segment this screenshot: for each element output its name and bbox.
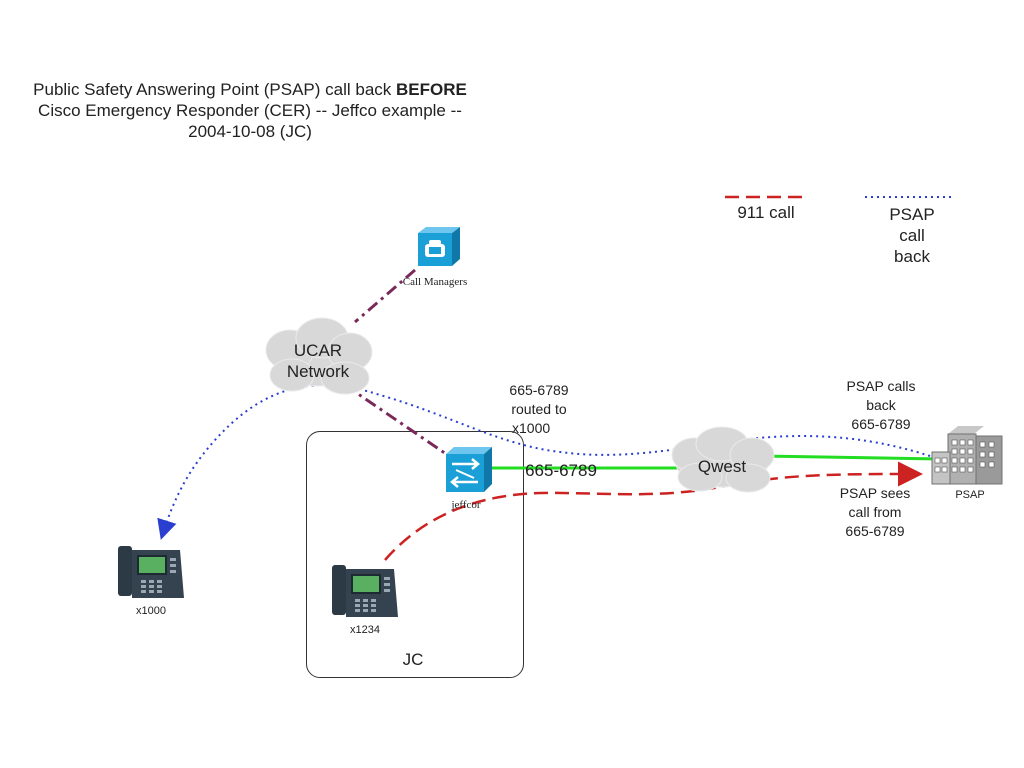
call-manager-icon [418, 227, 460, 266]
x1234-label: x1234 [350, 624, 380, 636]
trunk-number-label: 665-6789 [525, 461, 597, 480]
ucar-label-line1: UCAR [293, 341, 343, 360]
psap-sees-line1: PSAP sees [839, 485, 911, 501]
routed-line2: routed to [511, 401, 567, 417]
psap-callback-path [157, 384, 931, 540]
legend-callback-line1: PSAP [889, 205, 935, 224]
psap-calls-back-line2: back [866, 397, 896, 413]
title-bold: BEFORE [396, 80, 467, 99]
ucar-label-line2: Network [286, 362, 350, 381]
title-line2: Cisco Emergency Responder (CER) -- Jeffc… [38, 101, 462, 120]
jeffcor-label: jeffcor [451, 499, 481, 511]
diagram-title: Public Safety Answering Point (PSAP) cal… [0, 79, 500, 142]
legend-911-label: 911 call [737, 203, 795, 222]
routed-annotation: 665-6789 routed to x1000 [494, 381, 584, 438]
call-managers-label: Call Managers [402, 276, 468, 288]
routed-line3: x1000 [512, 420, 551, 436]
phone-x1234-icon [332, 565, 398, 617]
psap-sees-line2: call from [848, 504, 902, 520]
psap-label: PSAP [955, 489, 985, 501]
psap-calls-back-annotation: PSAP calls back 665-6789 [834, 377, 928, 434]
legend-callback-line3: back [894, 247, 930, 266]
jeffcor-router-icon [446, 447, 492, 492]
ucar-cloud [265, 317, 373, 395]
psap-sees-annotation: PSAP sees call from 665-6789 [828, 484, 922, 541]
legend-callback-label: PSAP call back [872, 204, 952, 267]
link-ucar-jeffcor [344, 383, 453, 460]
trunk-qwest-psap [759, 454, 941, 461]
jc-site-label: JC [402, 650, 424, 669]
qwest-label: Qwest [697, 457, 747, 476]
psap-sees-line3: 665-6789 [845, 523, 905, 539]
title-line1: Public Safety Answering Point (PSAP) cal… [33, 80, 396, 99]
call-911-path [384, 461, 923, 561]
qwest-cloud [671, 426, 775, 493]
title-line3: 2004-10-08 (JC) [188, 122, 312, 141]
phone-x1000-icon [118, 546, 184, 598]
psap-calls-back-line3: 665-6789 [851, 416, 911, 432]
x1000-label: x1000 [136, 605, 166, 617]
legend-callback-line2: call [899, 226, 925, 245]
ucar-network-label: UCAR Network [275, 340, 361, 382]
psap-building-icon [931, 426, 1003, 485]
psap-calls-back-line1: PSAP calls [846, 378, 916, 394]
routed-line1: 665-6789 [509, 382, 569, 398]
